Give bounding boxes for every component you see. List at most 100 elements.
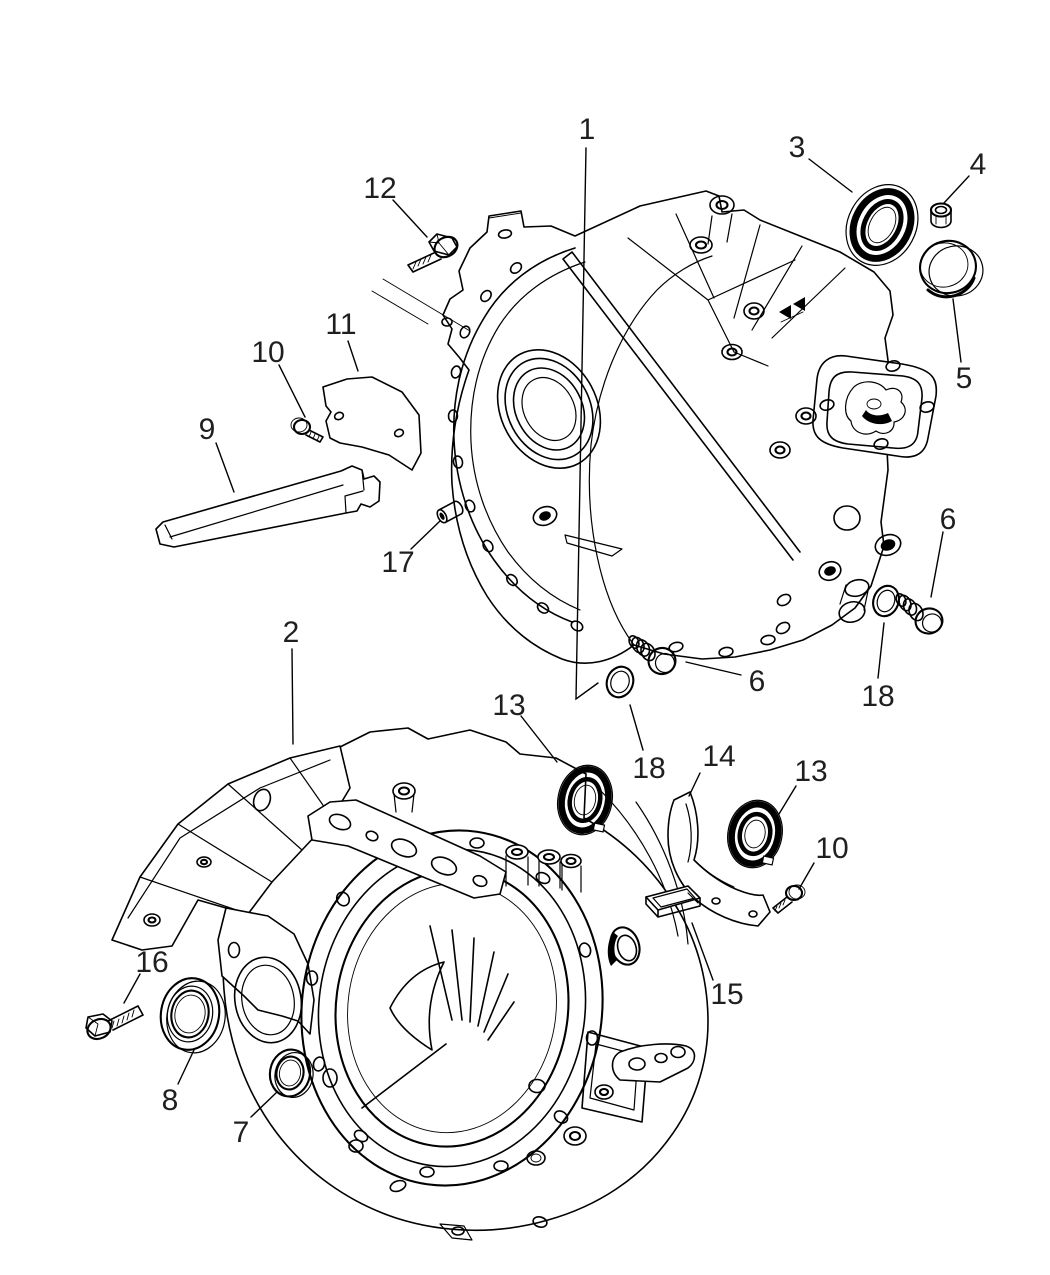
callout-number-13-2: 13: [794, 755, 827, 788]
callout-number-4: 4: [970, 148, 987, 181]
callout-14: 14: [688, 740, 736, 797]
leader-line-16: [123, 973, 141, 1004]
top-boss: [392, 782, 416, 813]
callout-number-16: 16: [135, 946, 168, 979]
callout-10: 10: [251, 336, 306, 418]
callout-number-8: 8: [162, 1084, 179, 1117]
callout-9: 9: [199, 413, 235, 493]
flange-bolt-holes: [441, 229, 584, 632]
callout-number-13: 13: [492, 689, 525, 722]
callout-number-1: 1: [579, 113, 596, 146]
bolt-12: [371, 233, 471, 332]
callout-number-11: 11: [325, 308, 356, 341]
leader-line-1: [575, 147, 599, 701]
magnet-15: [645, 885, 701, 918]
callout-6: 6: [930, 503, 957, 598]
leader-line-11: [347, 340, 359, 372]
callout-number-5: 5: [956, 362, 973, 395]
leader-line-18-2: [629, 704, 644, 751]
leader-line-6: [930, 531, 944, 598]
callout-1: 1: [575, 113, 599, 701]
leader-line-5: [952, 298, 962, 363]
plug-4: [929, 202, 953, 229]
callout-number-9: 9: [199, 413, 216, 446]
leader-line-7: [250, 1091, 278, 1118]
leader-line-3: [808, 158, 853, 193]
bridge-bracket: [307, 799, 507, 899]
screw-10-left: [290, 417, 324, 443]
oil-seal-3: [845, 184, 919, 266]
callout-number-12: 12: [363, 172, 396, 205]
housing-bolt-holes: [305, 837, 599, 1178]
input-bore: [496, 349, 602, 469]
callout-18: 18: [861, 622, 895, 713]
output-seal-13-right: [727, 799, 783, 869]
leader-line-4: [943, 175, 970, 204]
output-seal-13-left: [557, 764, 613, 836]
leader-line-12: [392, 199, 428, 238]
seal-ring-18-right: [872, 584, 900, 618]
shift-cover-flange: [795, 354, 938, 458]
callout-13-2: 13: [778, 755, 828, 815]
leader-line-17: [410, 520, 441, 550]
side-window-pod: [217, 907, 315, 1044]
plug-6-right: [895, 593, 944, 635]
callout-11: 11: [325, 308, 359, 372]
bottom-right-lobes: [526, 1043, 696, 1166]
transaxle-case-upper: [441, 190, 938, 664]
callout-10-2: 10: [798, 832, 849, 890]
seal-ring-18-middle: [605, 665, 635, 699]
callout-4: 4: [943, 148, 987, 204]
snout-opening: [607, 926, 641, 966]
fork-fingers: [361, 925, 515, 1109]
callout-2: 2: [283, 616, 299, 745]
cup-plug-5: [919, 239, 984, 299]
seal-7: [268, 1048, 314, 1099]
callout-17: 17: [381, 520, 441, 579]
callout-6-2: 6: [685, 661, 766, 698]
leader-line-14: [688, 772, 701, 797]
screw-10-right: [772, 884, 806, 914]
clutch-opening: [300, 829, 604, 1187]
leader-line-8: [177, 1049, 195, 1085]
shield-plate-11: [322, 376, 422, 471]
callout-3: 3: [789, 131, 853, 193]
bottom-tabs: [389, 1179, 548, 1241]
leader-line-15: [691, 922, 714, 981]
leader-line-13: [520, 715, 558, 763]
seal-8: [159, 977, 226, 1054]
callout-5: 5: [952, 298, 973, 395]
case-bosses: [532, 505, 902, 658]
clutch-housing-lower: [111, 727, 709, 1241]
callout-16: 16: [123, 946, 169, 1004]
leader-line-6-2: [685, 661, 742, 676]
callout-number-3: 3: [789, 131, 806, 164]
callout-7: 7: [233, 1091, 278, 1149]
callout-number-10-2: 10: [815, 832, 848, 865]
callout-number-6-2: 6: [749, 665, 766, 698]
callout-8: 8: [162, 1049, 195, 1117]
callout-layer: 1 12 3 4 5 10 11 9 17 2 6 18 6 18 13 14 13 10 15 16 8 7: [123, 113, 987, 1149]
callout-18-2: 18: [629, 704, 666, 785]
rib-web: [627, 195, 846, 459]
leader-line-13-2: [778, 785, 797, 815]
callout-number-18-2: 18: [632, 752, 665, 785]
callout-number-14: 14: [702, 740, 735, 773]
stud-bosses: [505, 844, 582, 893]
dowel-pin-17: [436, 500, 464, 524]
callout-number-6: 6: [940, 503, 957, 536]
leader-line-10: [278, 364, 306, 418]
callout-12: 12: [363, 172, 428, 238]
bolt-16: [85, 1005, 144, 1041]
leader-line-10-2: [798, 862, 815, 890]
casting-mark: [779, 297, 805, 323]
leader-line-9: [215, 442, 235, 493]
callout-number-15: 15: [710, 978, 743, 1011]
callout-number-17: 17: [381, 546, 414, 579]
bracket-9: [155, 465, 381, 548]
leader-line-2: [291, 648, 294, 745]
callout-number-18: 18: [861, 680, 894, 713]
diagram-artwork: [85, 184, 984, 1241]
